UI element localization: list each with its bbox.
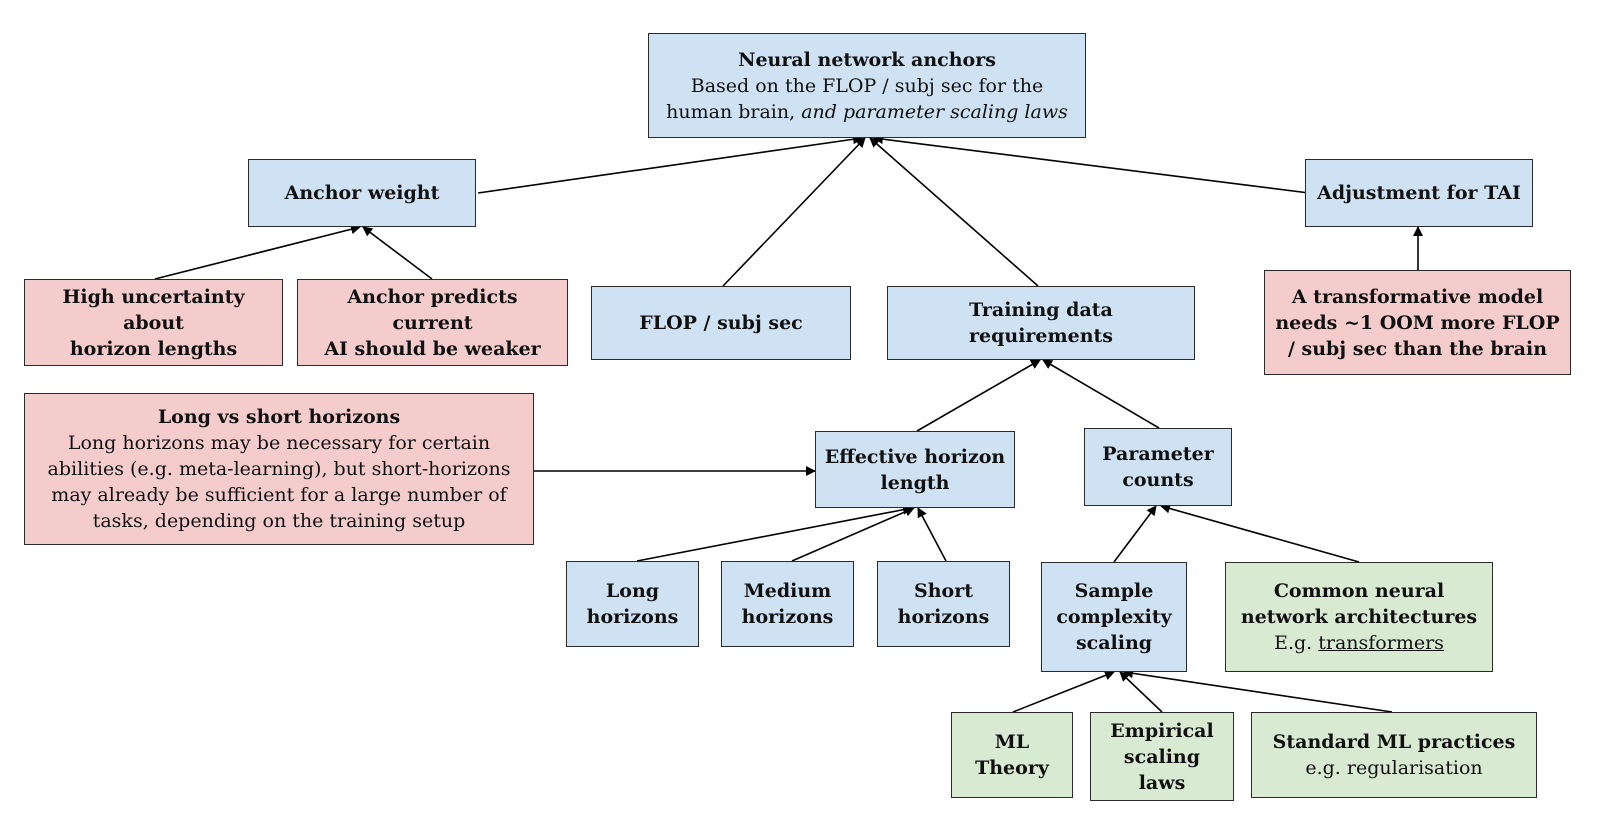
edge-empirical-to-sample [1119,671,1163,713]
node-transformative-model-title: A transformative model needs ~1 OOM more… [1275,285,1560,360]
node-adjustment-tai-title: Adjustment for TAI [1317,182,1521,204]
node-standard-ml-practices: Standard ML practices e.g. regularisatio… [1251,712,1537,798]
edge-sample-to-params [1113,505,1157,563]
edge-adjustment-to-anchors [873,134,1310,194]
node-neural-network-anchors-desc-italic: and parameter scaling laws [801,100,1068,123]
edge-architectures-to-params [1160,503,1360,563]
node-sample-complexity-scaling-title: Sample complexity scaling [1056,580,1172,654]
edge-medium-to-effective [791,507,915,562]
node-long-vs-short-horizons-desc: Long horizons may be necessary for certa… [47,432,511,532]
node-effective-horizon-length: Effective horizon length [815,431,1015,508]
node-long-horizons-title: Long horizons [586,580,679,628]
node-short-horizons: Short horizons [877,561,1010,647]
node-common-architectures-title: Common neural network architectures [1240,580,1478,628]
node-parameter-counts: Parameter counts [1084,428,1232,506]
node-empirical-scaling-laws-title: Empirical scaling laws [1110,719,1214,794]
edge-flop-to-anchors [722,137,866,287]
node-training-data-requirements-title: Training data requirements [969,299,1113,347]
node-flop-subj-sec: FLOP / subj sec [591,286,851,360]
edge-short-to-effective [917,507,947,562]
node-ml-theory: ML Theory [951,712,1073,798]
node-high-uncertainty-title: High uncertainty about horizon lengths [62,285,245,360]
edge-predicts-to-weight [362,226,433,280]
node-standard-ml-practices-title: Standard ML practices [1272,731,1516,753]
node-transformative-model: A transformative model needs ~1 OOM more… [1264,270,1571,375]
node-sample-complexity-scaling: Sample complexity scaling [1041,562,1187,672]
node-long-vs-short-horizons-title: Long vs short horizons [157,406,401,428]
node-neural-network-anchors: Neural network anchors Based on the FLOP… [648,33,1086,138]
node-long-vs-short-horizons: Long vs short horizons Long horizons may… [24,393,534,545]
node-anchor-predicts: Anchor predicts current AI should be wea… [297,279,568,366]
node-common-architectures-desc-prefix: E.g. [1274,632,1319,654]
node-empirical-scaling-laws: Empirical scaling laws [1090,712,1234,801]
node-medium-horizons: Medium horizons [721,561,854,647]
node-parameter-counts-title: Parameter counts [1102,443,1214,491]
node-long-horizons: Long horizons [566,561,699,647]
node-effective-horizon-length-title: Effective horizon length [824,445,1006,494]
node-training-data-requirements: Training data requirements [887,286,1195,360]
node-standard-ml-practices-desc: e.g. regularisation [1305,757,1483,779]
node-high-uncertainty: High uncertainty about horizon lengths [24,279,283,366]
edge-long-to-effective [636,504,913,562]
node-anchor-weight-title: Anchor weight [284,182,440,204]
node-anchor-predicts-title: Anchor predicts current AI should be wea… [324,285,541,360]
transformers-link[interactable]: transformers [1318,632,1444,654]
edge-anchor-weight-to-anchors [477,134,863,194]
edge-effective-to-training [916,359,1041,432]
node-neural-network-anchors-desc: Based on the FLOP / subj sec for the hum… [666,73,1068,125]
node-adjustment-tai: Adjustment for TAI [1305,159,1533,227]
node-ml-theory-title: ML Theory [975,731,1049,779]
edge-standard-to-sample [1123,668,1393,713]
node-neural-network-anchors-desc-main: Based on the FLOP / subj sec for the hum… [666,74,1044,123]
node-common-architectures: Common neural network architectures E.g.… [1225,562,1493,672]
edge-uncertainty-to-weight [154,224,361,280]
edge-params-to-training [1042,359,1160,429]
node-anchor-weight: Anchor weight [248,159,476,227]
edge-training-to-anchors [869,137,1039,287]
node-flop-subj-sec-title: FLOP / subj sec [639,312,803,334]
node-neural-network-anchors-title: Neural network anchors [738,48,996,71]
node-common-architectures-desc: E.g. transformers [1274,630,1444,656]
node-short-horizons-title: Short horizons [897,580,990,628]
edge-theory-to-sample [1012,670,1115,713]
node-medium-horizons-title: Medium horizons [741,580,834,628]
